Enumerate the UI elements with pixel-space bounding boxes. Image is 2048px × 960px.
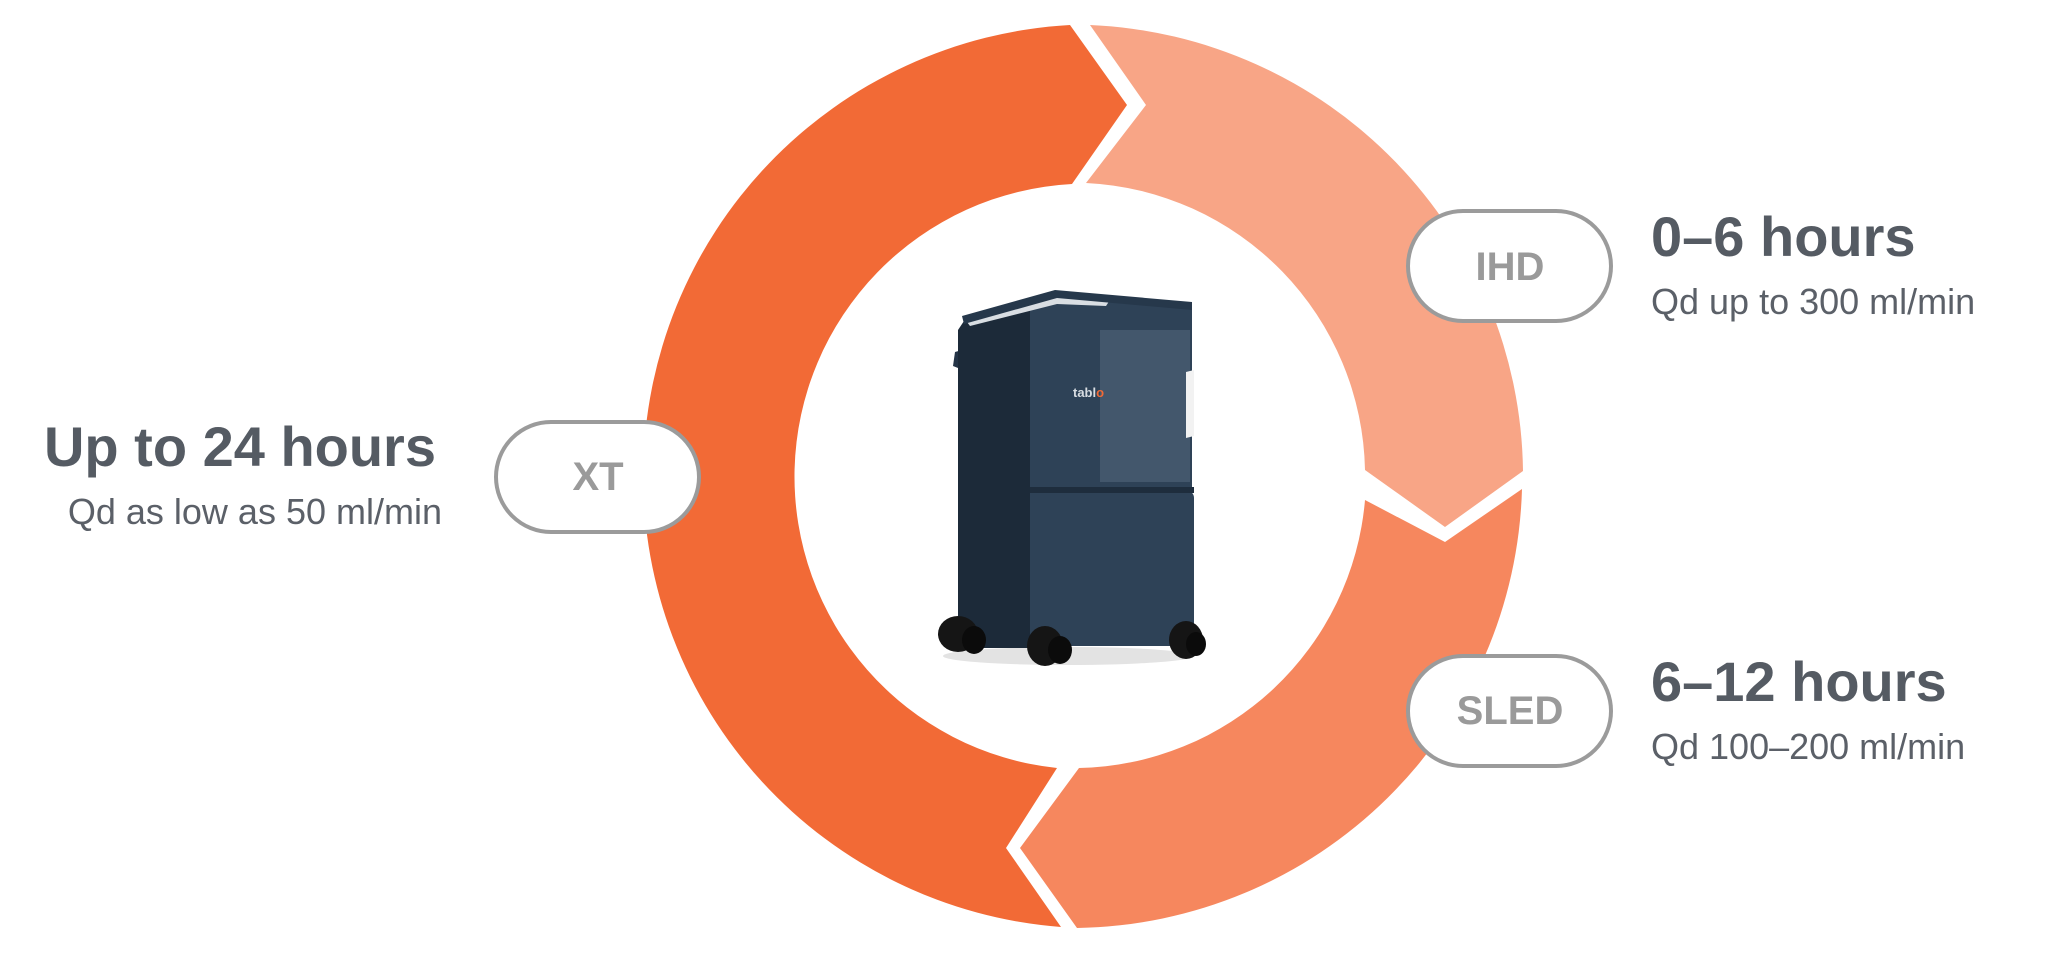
device-lid-stripe: [964, 296, 1110, 326]
device-wheels: [938, 616, 1206, 666]
ihd-flow-detail: Qd up to 300 ml/min: [1651, 281, 1975, 322]
xt-pill-label: XT: [572, 455, 623, 499]
device-side-window: [1186, 370, 1194, 438]
ihd-ring-segment: [1086, 25, 1523, 527]
device-brand-logo: tablo: [1073, 385, 1104, 400]
dialysis-machine-icon: tablo: [938, 290, 1206, 666]
sled-flow-detail: Qd 100–200 ml/min: [1651, 726, 1965, 767]
sled-duration-heading: 6–12 hours: [1651, 650, 1947, 713]
device-front-highlight: [1100, 330, 1190, 482]
wheel-back-left-2: [962, 626, 986, 654]
sled-pill-shape: [1406, 654, 1613, 768]
wheel-right-2: [1186, 632, 1206, 656]
xt-mode-pill: XT: [494, 420, 701, 534]
xt-duration-heading: Up to 24 hours: [44, 415, 436, 478]
ihd-pill-label: IHD: [1476, 245, 1545, 289]
ihd-duration-heading: 0–6 hours: [1651, 205, 1916, 268]
device-drawer-line: [1030, 487, 1194, 493]
device-left-side: [958, 300, 1030, 648]
sled-pill-label: SLED: [1457, 689, 1564, 733]
wheel-front-left-2: [1048, 636, 1072, 664]
device-lid: [962, 290, 1192, 324]
ihd-mode-pill: IHD: [1406, 209, 1613, 323]
ihd-pill-shape: [1406, 209, 1613, 323]
sled-mode-pill: SLED: [1406, 654, 1613, 768]
xt-pill-shape: [494, 420, 701, 534]
sled-ring-segment: [1020, 489, 1522, 928]
xt-ring-segment: [643, 25, 1127, 927]
xt-flow-detail: Qd as low as 50 ml/min: [68, 491, 442, 532]
